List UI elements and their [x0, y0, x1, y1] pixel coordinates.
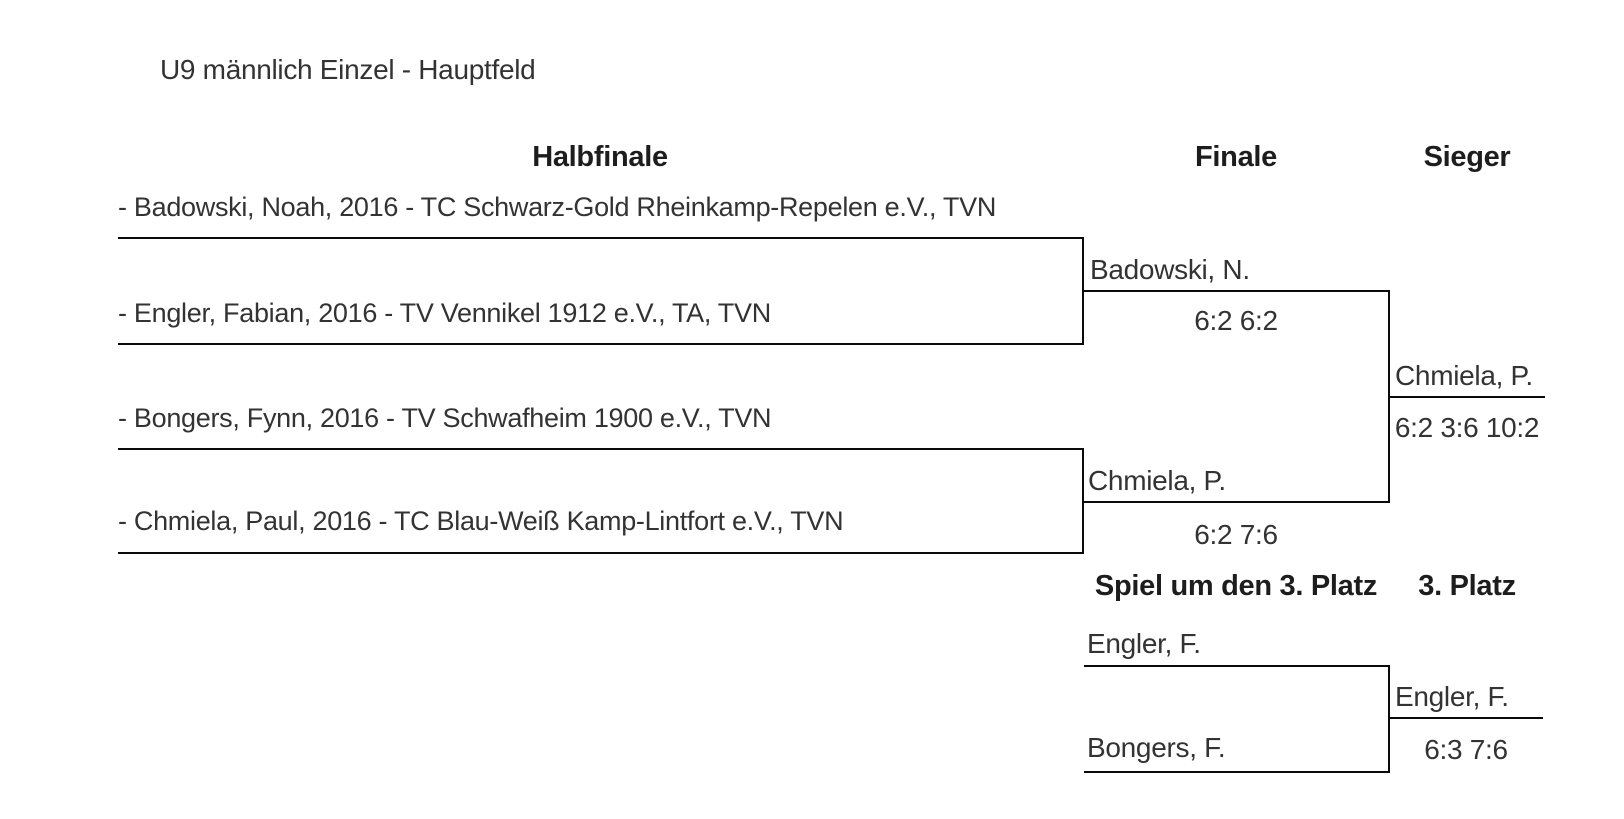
winner-line: [1388, 396, 1545, 398]
final-bottom-score: 6:2 7:6: [1194, 519, 1278, 550]
winner-name: Chmiela, P.: [1395, 360, 1533, 391]
third-place-top-line: [1084, 665, 1390, 667]
final-top-score: 6:2 6:2: [1194, 305, 1278, 336]
column-header-winner: Sieger: [1423, 141, 1511, 173]
final-bottom-line: [1082, 501, 1390, 503]
semifinal-player-4: - Chmiela, Paul, 2016 - TC Blau-Weiß Kam…: [118, 506, 844, 536]
semifinal-player-4-line: [118, 552, 1084, 554]
third-place-bottom-name: Bongers, F.: [1087, 732, 1226, 763]
page-title: U9 männlich Einzel - Hauptfeld: [160, 54, 536, 85]
third-place-connector-line: [1388, 665, 1390, 773]
column-header-semifinal: Halbfinale: [532, 141, 668, 173]
third-place-top-name: Engler, F.: [1087, 628, 1201, 659]
third-place-winner-score: 6:3 7:6: [1424, 734, 1508, 765]
semifinal-player-3-line: [118, 448, 1084, 450]
third-place-winner-name: Engler, F.: [1395, 681, 1509, 712]
final-top-line: [1082, 290, 1390, 292]
final-bottom-name: Chmiela, P.: [1088, 465, 1226, 496]
semifinal-player-2: - Engler, Fabian, 2016 - TV Vennikel 191…: [118, 298, 771, 328]
semifinal-player-1: - Badowski, Noah, 2016 - TC Schwarz-Gold…: [118, 192, 997, 222]
semifinal-player-1-line: [118, 237, 1084, 239]
column-header-final: Finale: [1195, 141, 1277, 173]
third-place-bottom-line: [1084, 771, 1390, 773]
third-place-winner-line: [1388, 717, 1543, 719]
third-place-result-header: 3. Platz: [1418, 570, 1516, 602]
semifinal-player-3: - Bongers, Fynn, 2016 - TV Schwafheim 19…: [118, 403, 772, 433]
third-place-match-header: Spiel um den 3. Platz: [1094, 570, 1378, 602]
semifinal-player-2-line: [118, 343, 1084, 345]
final-top-name: Badowski, N.: [1090, 254, 1250, 285]
winner-score: 6:2 3:6 10:2: [1394, 412, 1540, 443]
